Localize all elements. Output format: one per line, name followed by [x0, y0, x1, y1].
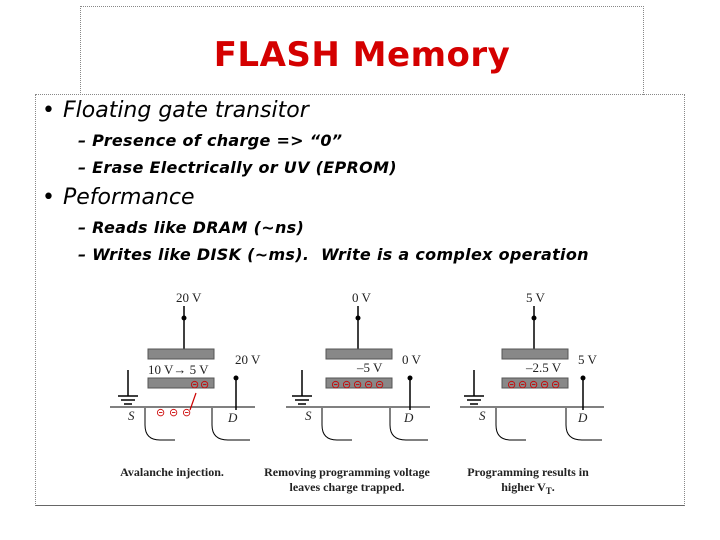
panel-avalanche-injection: 20 V 10 V→ 5 V ⊝ ⊝ 20 V S D ⊝ ⊝ ⊝ Avalan…: [110, 290, 261, 479]
floating-gate: [147, 377, 215, 389]
source-diffusion: [144, 408, 175, 441]
bullet-text: Floating gate transitor: [62, 98, 309, 123]
gate-terminal: [531, 315, 537, 321]
source-diffusion: [495, 408, 526, 441]
electron-icon: ⊝: [169, 406, 178, 419]
bullet-performance: • Peformance: [42, 185, 195, 210]
electron-icon: ⊝: [529, 378, 538, 391]
caption-subscript: T: [546, 486, 552, 496]
electron-icon: ⊝: [518, 378, 527, 391]
drain-diffusion: [389, 408, 428, 441]
electron-icon: ⊝: [551, 378, 560, 391]
bullet-dot: •: [42, 98, 55, 123]
floating-gate: [501, 377, 569, 389]
bullet-text: Peformance: [62, 185, 195, 210]
drain-voltage-label: 20 V: [235, 352, 261, 367]
electron-icon: ⊝: [156, 406, 165, 419]
panel-higher-vt: 5 V –2.5 V ⊝ ⊝ ⊝ ⊝ ⊝ 5 V S D Programming…: [460, 290, 604, 496]
panel-charge-trapped: 0 V –5 V ⊝ ⊝ ⊝ ⊝ ⊝ 0 V S D Removing prog…: [264, 290, 430, 494]
floating-gate: [325, 377, 393, 389]
bullet-floating-gate: • Floating gate transitor: [42, 98, 309, 123]
drain-terminal: [233, 375, 239, 381]
electron-icon: ⊝: [375, 378, 384, 391]
electron-icon: ⊝: [331, 378, 340, 391]
gate-voltage-label: 5 V: [526, 290, 546, 305]
caption-line-with-subscript: higher VT.: [501, 480, 555, 496]
gate-voltage-label: 20 V: [176, 290, 202, 305]
drain-label: D: [227, 410, 238, 425]
sub-bullet-reads: – Reads like DRAM (~ns): [78, 218, 305, 237]
drain-terminal: [580, 375, 586, 381]
title-frame: FLASH Memory: [80, 6, 644, 95]
bullet-dot: •: [42, 185, 55, 210]
electron-icon: ⊝: [200, 378, 209, 391]
drain-label: D: [403, 410, 414, 425]
caption-line: Programming results in: [467, 465, 589, 479]
sub-bullet-erase: – Erase Electrically or UV (EPROM): [78, 158, 397, 177]
caption-text: higher V: [501, 480, 546, 494]
source-label: S: [305, 408, 312, 423]
drain-label: D: [577, 410, 588, 425]
drain-diffusion: [565, 408, 602, 441]
floating-gate-voltage-label: –5 V: [356, 360, 383, 375]
drain-voltage-label: 0 V: [402, 352, 422, 367]
electron-icon: ⊝: [540, 378, 549, 391]
drain-terminal: [407, 375, 413, 381]
electron-icon: ⊝: [190, 378, 199, 391]
floating-gate-voltage-label: –2.5 V: [525, 360, 562, 375]
electron-icon: ⊝: [182, 406, 191, 419]
source-label: S: [479, 408, 486, 423]
sub-bullet-presence-of-charge: – Presence of charge => “0”: [78, 131, 343, 150]
electron-icon: ⊝: [353, 378, 362, 391]
electron-icon: ⊝: [342, 378, 351, 391]
caption-line: leaves charge trapped.: [290, 480, 405, 494]
electron-icon: ⊝: [507, 378, 516, 391]
caption-line: Removing programming voltage: [264, 465, 430, 479]
injection-arrow: [189, 392, 197, 411]
electron-icon: ⊝: [364, 378, 373, 391]
floating-gate-voltage-label: 10 V→ 5 V: [148, 362, 209, 377]
source-diffusion: [321, 408, 352, 441]
caption-suffix: .: [552, 480, 555, 494]
source-label: S: [128, 408, 135, 423]
gate-voltage-label: 0 V: [352, 290, 372, 305]
control-gate: [325, 348, 393, 360]
caption-line: Avalanche injection.: [120, 465, 224, 479]
sub-bullet-writes: – Writes like DISK (~ms). Write is a com…: [78, 245, 589, 264]
content-frame: [35, 94, 685, 506]
control-gate: [501, 348, 569, 360]
gate-terminal: [355, 315, 361, 321]
drain-diffusion: [211, 408, 250, 441]
slide-title: FLASH Memory: [213, 35, 511, 75]
gate-terminal: [181, 315, 187, 321]
control-gate: [147, 348, 215, 360]
drain-voltage-label: 5 V: [578, 352, 598, 367]
